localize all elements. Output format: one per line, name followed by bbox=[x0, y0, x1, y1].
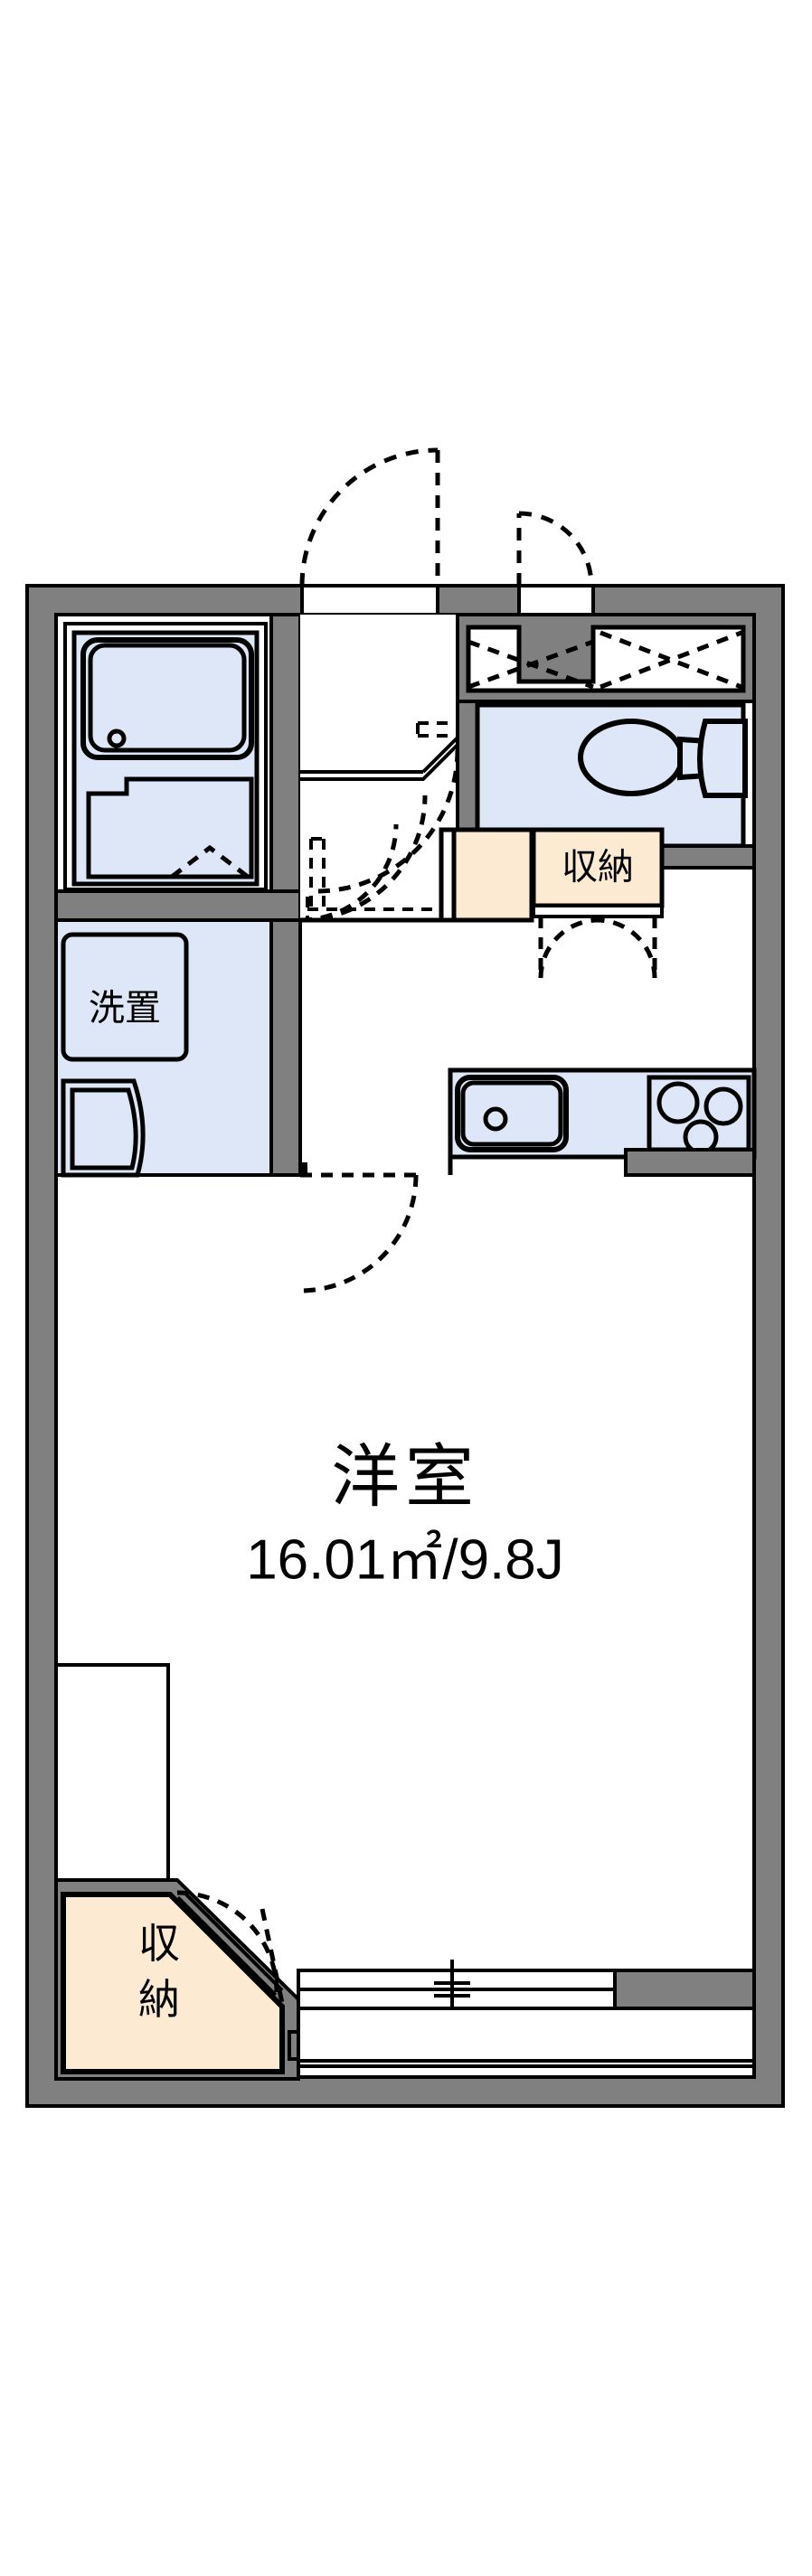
washbasin-inner-icon bbox=[70, 1087, 138, 1170]
laundry-room: 洗置 bbox=[54, 918, 419, 1293]
closet-upper-recess bbox=[54, 1663, 170, 1885]
shoe-box bbox=[439, 827, 534, 923]
kitchen bbox=[448, 1067, 757, 1177]
upper-closet-door-swing bbox=[467, 630, 742, 690]
stove-burner-icon bbox=[656, 1081, 700, 1124]
sink-drain-icon bbox=[483, 1106, 508, 1132]
balcony-right-wall-stub bbox=[613, 1969, 756, 2010]
unit-bath-room bbox=[54, 613, 302, 922]
closet-door-leaf-edge bbox=[183, 1891, 284, 1992]
main-room-area-label: 16.01㎡/9.8J bbox=[246, 1528, 564, 1591]
hall-door-swing-2 bbox=[299, 794, 428, 923]
closet-lower-label-1: 収 bbox=[138, 1920, 180, 1967]
entrance-hall bbox=[299, 615, 532, 923]
closet-interior bbox=[61, 1892, 285, 2074]
bathtub-drain-icon bbox=[107, 729, 127, 748]
bath-wash-floor bbox=[86, 776, 254, 879]
kitchen-sink-inner-icon bbox=[460, 1080, 563, 1147]
shoe-box-cabinet bbox=[449, 827, 534, 923]
meter-door-swing bbox=[516, 511, 594, 587]
closet-upper-label: 収納 bbox=[562, 848, 634, 888]
entrance-opening bbox=[300, 584, 439, 616]
upper-closet bbox=[456, 613, 756, 703]
stove-burner-icon bbox=[703, 1086, 743, 1126]
toilet-icon bbox=[578, 719, 685, 796]
hall-door-leaf-2 bbox=[309, 837, 326, 915]
upper-storage-closet: 収納 bbox=[531, 827, 665, 979]
bath-door-swing bbox=[170, 844, 250, 879]
upper-closet-interior bbox=[466, 625, 746, 693]
genkan-step-diagonal bbox=[421, 736, 459, 774]
hall-floor bbox=[300, 615, 458, 922]
entrance-door-swing bbox=[299, 447, 440, 587]
shoe-box-side bbox=[439, 827, 457, 923]
closet-door-swing bbox=[176, 1890, 285, 2004]
balcony bbox=[288, 1960, 756, 2068]
bath-bottom-wall bbox=[54, 889, 302, 922]
page-title: 洋室 bbox=[331, 1439, 479, 1516]
bath-right-wall bbox=[269, 613, 302, 922]
genkan-step-line-2 bbox=[300, 743, 459, 781]
laundry-label: 洗置 bbox=[89, 989, 161, 1029]
room-door-swing bbox=[316, 749, 460, 894]
balcony-floor bbox=[297, 2007, 756, 2063]
kitchen-right-wall-stub bbox=[624, 1148, 756, 1177]
washing-machine-space bbox=[61, 932, 189, 1062]
upper-closet-door-panel bbox=[532, 904, 664, 918]
closet-lower-label-2: 納 bbox=[138, 1976, 180, 2023]
laundry-door-jamb bbox=[300, 1162, 307, 1175]
upper-closet-swing bbox=[538, 917, 657, 979]
closet-door-leaf bbox=[175, 1895, 278, 1998]
laundry-right-wall bbox=[269, 918, 302, 1177]
bathtub-inner-icon bbox=[88, 643, 247, 753]
laundry-door-swing bbox=[299, 1172, 419, 1293]
stove-burner-icon bbox=[683, 1119, 719, 1155]
lower-storage-closet: 収 納 bbox=[54, 1663, 300, 2081]
hall-door-leaf bbox=[306, 897, 447, 920]
toilet-tank-icon bbox=[697, 719, 748, 798]
